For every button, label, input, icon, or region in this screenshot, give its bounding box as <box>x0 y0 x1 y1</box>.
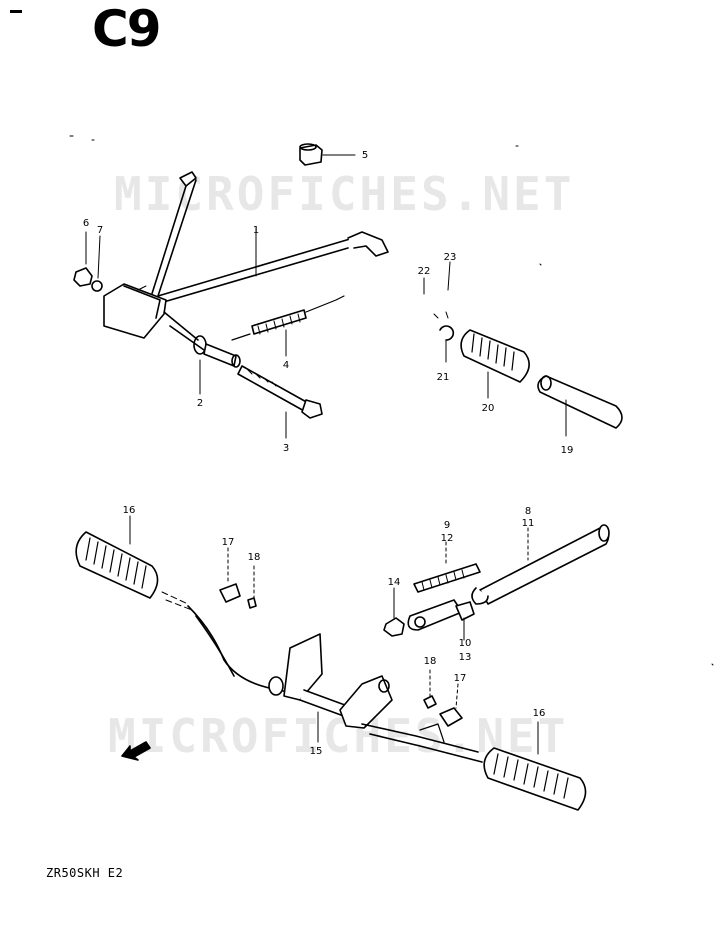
callout-20: 20 <box>482 403 495 414</box>
callout-5: 5 <box>362 150 368 161</box>
parts-6-7-nut-washer <box>73 231 103 292</box>
callout-18-upper: 18 <box>248 552 261 563</box>
callout-13: 13 <box>459 652 472 663</box>
callout-23: 23 <box>444 252 457 263</box>
parts-21-23-clips <box>423 261 455 363</box>
callout-17-lower: 17 <box>454 673 467 684</box>
callout-1: 1 <box>253 225 259 236</box>
parts-17-18-bolt-washer-upper <box>219 547 257 609</box>
callout-4: 4 <box>283 360 289 371</box>
callout-14: 14 <box>388 577 401 588</box>
model-code: ZR50SKH E2 <box>46 866 124 880</box>
part-4-spring <box>231 295 345 357</box>
callout-16-right: 16 <box>533 708 546 719</box>
callout-21: 21 <box>437 372 450 383</box>
callout-2: 2 <box>197 398 203 409</box>
section-title: C9 <box>92 0 161 58</box>
callout-3: 3 <box>283 443 289 454</box>
part-16-left-rubber <box>75 515 193 611</box>
part-3-bolt <box>237 365 323 439</box>
callout-18-lower: 18 <box>424 656 437 667</box>
corner-mark <box>10 10 22 13</box>
callout-10: 10 <box>459 638 472 649</box>
callout-11: 11 <box>522 518 535 529</box>
part-2-pivot-shaft <box>199 343 241 395</box>
callout-9: 9 <box>444 520 450 531</box>
part-16-right-rubber <box>483 721 587 811</box>
callout-6: 6 <box>83 218 89 229</box>
part-5-cap <box>299 143 356 166</box>
callout-16-left: 16 <box>123 505 136 516</box>
parts-17-18-bolt-washer-lower <box>423 669 463 727</box>
callout-labels: 1 2 3 4 5 6 7 8 9 10 11 12 13 14 15 16 1… <box>83 150 574 757</box>
parts-9-12-spring <box>413 541 481 593</box>
part-1-center-stand <box>103 171 389 355</box>
front-direction-arrow-icon <box>121 741 151 761</box>
scan-specks <box>69 135 714 666</box>
callout-19: 19 <box>561 445 574 456</box>
parts-10-13-14-plate-bolt <box>383 587 475 641</box>
callout-7: 7 <box>97 225 103 236</box>
callout-12: 12 <box>441 533 454 544</box>
callout-15: 15 <box>310 746 323 757</box>
part-19-pipe <box>537 375 623 437</box>
callout-22: 22 <box>418 266 431 277</box>
callout-17-upper: 17 <box>222 537 235 548</box>
part-8-11-rear-bar <box>471 524 610 605</box>
callout-8: 8 <box>525 506 531 517</box>
part-20-footrest-rubber <box>460 329 530 399</box>
part-15-footrest-bar <box>187 605 483 763</box>
